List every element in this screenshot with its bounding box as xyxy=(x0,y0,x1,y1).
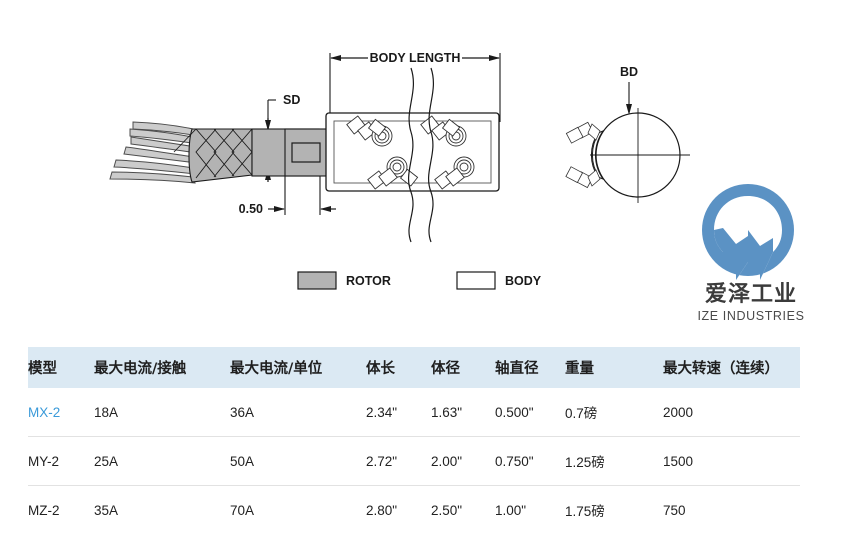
cell-max-current-unit: 50A xyxy=(230,437,366,486)
table-header: 模型 最大电流/接触 最大电流/单位 体长 体径 轴直径 重量 最大转速（连续） xyxy=(28,347,800,388)
spec-table-container: 模型 最大电流/接触 最大电流/单位 体长 体径 轴直径 重量 最大转速（连续）… xyxy=(28,347,800,534)
logo-chinese-name: 爱泽工业 xyxy=(676,284,826,306)
cell-max-rpm: 2000 xyxy=(663,388,800,437)
table-body: MX-2 18A 36A 2.34" 1.63" 0.500" 0.7磅 200… xyxy=(28,388,800,534)
cell-model: MZ-2 xyxy=(28,486,94,534)
cell-model[interactable]: MX-2 xyxy=(28,388,94,437)
rotor-shaft xyxy=(252,129,331,176)
column-header-max-current-unit: 最大电流/单位 xyxy=(230,347,366,388)
table-row: MZ-2 35A 70A 2.80" 2.50" 1.00" 1.75磅 750 xyxy=(28,486,800,534)
dim-050-label: 0.50 xyxy=(239,202,263,216)
logo-english-name: IZE INDUSTRIES xyxy=(676,310,826,323)
cell-max-current-contact: 35A xyxy=(94,486,230,534)
cell-max-current-contact: 25A xyxy=(94,437,230,486)
cell-weight: 1.75磅 xyxy=(565,486,663,534)
cell-max-current-unit: 70A xyxy=(230,486,366,534)
cell-body-diameter: 2.00" xyxy=(431,437,495,486)
table-row: MY-2 25A 50A 2.72" 2.00" 0.750" 1.25磅 15… xyxy=(28,437,800,486)
legend-swatch-body xyxy=(457,272,495,289)
column-header-body-length: 体长 xyxy=(366,347,431,388)
table-header-row: 模型 最大电流/接触 最大电流/单位 体长 体径 轴直径 重量 最大转速（连续） xyxy=(28,347,800,388)
cell-shaft-diameter: 1.00" xyxy=(495,486,565,534)
specification-table: 模型 最大电流/接触 最大电流/单位 体长 体径 轴直径 重量 最大转速（连续）… xyxy=(28,347,800,534)
cable-wires xyxy=(110,122,200,183)
cell-max-rpm: 1500 xyxy=(663,437,800,486)
end-view: BD xyxy=(566,65,690,203)
legend-swatch-rotor xyxy=(298,272,336,289)
cell-max-current-contact: 18A xyxy=(94,388,230,437)
ize-logo-mark-icon xyxy=(696,184,800,280)
company-logo-watermark: 爱泽工业 IZE INDUSTRIES xyxy=(668,184,833,332)
legend-label-rotor: ROTOR xyxy=(346,274,391,288)
legend: ROTOR BODY xyxy=(298,272,542,289)
column-header-max-rpm: 最大转速（连续） xyxy=(663,347,800,388)
cell-max-current-unit: 36A xyxy=(230,388,366,437)
cell-body-length: 2.80" xyxy=(366,486,431,534)
column-header-shaft-diameter: 轴直径 xyxy=(495,347,565,388)
cell-shaft-diameter: 0.750" xyxy=(495,437,565,486)
cell-body-length: 2.34" xyxy=(366,388,431,437)
sd-label: SD xyxy=(283,93,300,107)
column-header-model: 模型 xyxy=(28,347,94,388)
cell-weight: 1.25磅 xyxy=(565,437,663,486)
technical-drawing: BODY LENGTH SD xyxy=(0,0,843,340)
cell-model: MY-2 xyxy=(28,437,94,486)
cell-body-length: 2.72" xyxy=(366,437,431,486)
body-length-label: BODY LENGTH xyxy=(370,51,461,65)
cell-weight: 0.7磅 xyxy=(565,388,663,437)
bd-label: BD xyxy=(620,65,638,79)
cell-shaft-diameter: 0.500" xyxy=(495,388,565,437)
cell-body-diameter: 1.63" xyxy=(431,388,495,437)
column-header-body-diameter: 体径 xyxy=(431,347,495,388)
legend-label-body: BODY xyxy=(505,274,542,288)
column-header-weight: 重量 xyxy=(565,347,663,388)
column-header-max-current-contact: 最大电流/接触 xyxy=(94,347,230,388)
cell-max-rpm: 750 xyxy=(663,486,800,534)
table-row: MX-2 18A 36A 2.34" 1.63" 0.500" 0.7磅 200… xyxy=(28,388,800,437)
cell-body-diameter: 2.50" xyxy=(431,486,495,534)
